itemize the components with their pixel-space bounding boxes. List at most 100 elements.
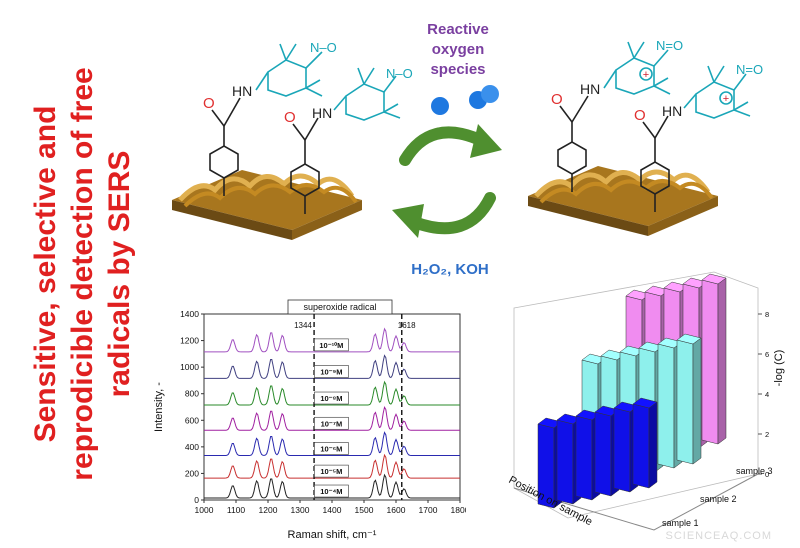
bar3d-bar-front [594,411,612,497]
right-oxoammonium-2: N=O [736,62,763,77]
spectrum-label-box [314,391,349,405]
right-plus-1: + [643,69,649,81]
spectrum-label-box [314,365,349,378]
spectra-y-tick-label: 600 [185,415,199,425]
right-oxoammonium-1: N=O [656,38,683,53]
watermark: SCIENCEAQ.COM [665,530,772,542]
spectra-x-tick-label: 1200 [259,505,278,515]
reaction-scheme: O HN N–O O HN N–O Reactive oxygen specie… [172,21,763,278]
bar3d-bar-front [556,419,574,505]
spectrum-label: 10⁻⁵M [320,467,342,476]
left-nitroxide-2: N–O [386,66,413,81]
spectrum-label: 10⁻⁸M [320,394,342,403]
left-hn-2: HN [312,105,332,121]
bar3d-bar-front [632,403,650,489]
spectra-x-tick-label: 1600 [387,505,406,515]
spectra-y-tick-label: 0 [194,495,199,505]
bar3d-z-tick-label: 2 [765,430,769,439]
bar3d-bar-front [657,343,675,469]
spectra-x-axis-label: Raman shift, cm⁻¹ [288,529,377,541]
bar3d-z-tick-label: 4 [765,390,769,399]
right-piperidine-2 [683,65,751,119]
spectra-header-box [287,299,393,315]
left-piperidine-2 [333,67,401,121]
spectrum-line [204,327,460,353]
right-piperidine-1 [603,41,671,95]
bar3d-bar-front [575,415,593,501]
bar3d-sample-3-label: sample 3 [736,466,773,476]
spectra-y-tick-label: 1200 [180,336,199,346]
left-piperidine-1 [255,43,323,97]
spectrum-label: 10⁻⁷M [321,419,343,428]
spectra-y-tick-label: 400 [185,442,199,452]
cycle-arrowhead-top [470,124,502,158]
left-oxygen-2: O [284,109,296,126]
right-oxygen-1: O [551,91,563,108]
bar3d-sample-2-label: sample 2 [700,494,737,504]
bar3d-bar-front [701,279,719,445]
left-molecule-1 [209,97,241,196]
right-hn-2: HN [662,103,682,119]
spectra-y-tick-label: 1400 [180,309,199,319]
bar3d-bar-top [632,397,658,409]
bar3d-bar-top [676,333,702,345]
spectrum-label: 10⁻⁶M [320,445,342,454]
bar3d-z-tick-label: 0 [765,470,769,479]
right-plus-2: + [723,93,729,105]
left-nitroxide-1: N–O [310,40,337,55]
left-hn-1: HN [232,83,252,99]
reagent-label: H₂O₂, KOH [411,261,489,278]
spectra-x-tick-label: 1100 [227,505,246,515]
bar3d-z-axis-label: -log (C) [773,350,785,387]
spectra-y-axis-label: Intensity, - [153,382,165,432]
spectrum-label-box [314,484,349,498]
spectra-peak-1344: 1344 [294,321,312,330]
spectrum-line [204,354,460,379]
spectrum-label: 10⁻¹⁰M [319,341,343,350]
spectrum-line [204,473,460,499]
spectra-x-tick-label: 1000 [195,505,214,515]
ros-label-line1: Reactive [427,21,489,38]
spectrum-label-box [314,442,349,455]
spectrum-line [204,380,460,406]
cycle-arrow-top [399,126,486,166]
spectrum-label-box [314,464,349,478]
ros-label-line3: species [430,61,485,78]
raman-spectra-chart: superoxide radical 1000 1100 1200 1300 1400 1… [153,299,466,541]
bar3d-sample-1-label: sample 1 [662,518,699,528]
spectrum-label: 10⁻⁹M [320,367,342,376]
ros-sphere-1 [431,97,449,115]
right-oxygen-2: O [634,107,646,124]
spectrum-line [204,405,460,431]
right-sers-substrate [528,166,718,236]
spectrum-label-box [314,338,349,352]
bar3d-bar-top [701,273,727,285]
spectrum-label: 10⁻⁴M [320,487,342,496]
spectra-y-tick-label: 200 [185,468,199,478]
spectrum-line [204,431,460,456]
spectra-y-tick-label: 800 [185,389,199,399]
bar3d-z-tick-label: 6 [765,350,769,359]
left-sers-substrate [172,170,362,240]
right-molecule-2 [640,115,670,212]
spectra-x-tick-label: 1700 [419,505,438,515]
ros-label-line2: oxygen [432,41,485,58]
bar3d-bar-side [692,337,702,465]
spectra-y-tick-label: 1000 [180,362,199,372]
bar3d-z-tick-label: 8 [765,310,769,319]
right-molecule-1 [557,95,589,192]
right-hn-1: HN [580,81,600,97]
bar3d-bar-side [717,277,727,445]
spectra-peak-1618: 1618 [398,321,416,330]
bar3d-bar-side [648,401,658,489]
spectrum-line [204,453,460,479]
cycle-arrow-bottom [408,192,496,235]
spectra-x-tick-label: 1400 [323,505,342,515]
spectra-x-tick-label: 1300 [291,505,310,515]
spectra-x-tick-label: 1500 [355,505,374,515]
spectra-header: superoxide radical [303,302,376,312]
bar3d-bar-front [676,339,694,465]
bar3d-bar-front [613,407,631,493]
